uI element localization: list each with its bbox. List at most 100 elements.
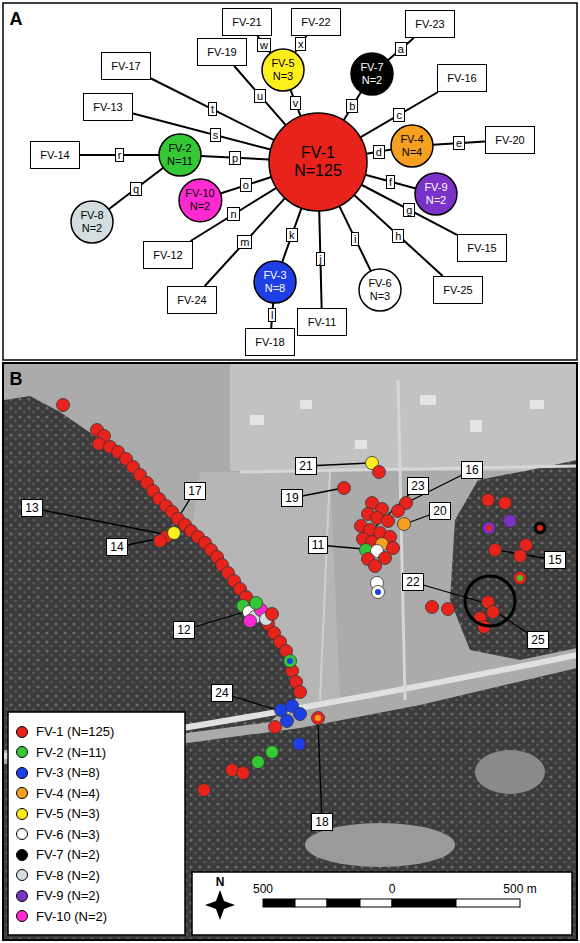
sample-dot <box>534 522 547 535</box>
scale-segment <box>327 899 360 907</box>
legend-swatch <box>16 726 28 738</box>
mutation-label: q <box>130 182 142 196</box>
haplotype-label: FV-17 <box>111 60 140 73</box>
network-link <box>133 114 271 150</box>
mutation-label: p <box>229 151 241 165</box>
network-link <box>282 208 301 262</box>
sample-dot <box>266 746 279 759</box>
callout-number: 22 <box>402 573 423 591</box>
panel-letter: B <box>10 369 23 389</box>
haplotype-label: FV-25 <box>443 284 472 297</box>
haplotype-label: N=11 <box>167 155 193 168</box>
sample-dot <box>520 539 533 552</box>
haplotype-label: FV-21 <box>232 16 261 29</box>
sample-dot <box>237 767 250 780</box>
circle-fill <box>159 134 201 176</box>
legend-row: FV-4 (N=4) <box>16 786 100 801</box>
sample-dot <box>338 482 351 495</box>
haplotype-circle: FV-7N=2 <box>350 52 394 96</box>
sample-dot <box>387 542 400 555</box>
haplotype-box: FV-18 <box>245 328 295 356</box>
sample-dot <box>426 601 439 614</box>
sample-dot <box>312 712 325 725</box>
scale-label: 0 <box>389 882 396 896</box>
haplotype-box: FV-25 <box>433 276 483 304</box>
sample-dot <box>244 615 257 628</box>
sample-dot <box>294 686 307 699</box>
sample-dot <box>57 399 70 412</box>
sample-dot <box>514 572 527 585</box>
legend-swatch <box>16 890 28 902</box>
legend-swatch <box>16 910 28 922</box>
haplotype-label: FV-9 <box>424 181 447 194</box>
highlight-ring <box>465 576 515 626</box>
haplotype-label: FV-22 <box>301 16 330 29</box>
clearing <box>475 750 545 794</box>
sample-dot <box>483 522 496 535</box>
haplotype-label: FV-20 <box>495 134 524 147</box>
haplotype-label: N=3 <box>273 70 294 83</box>
haplotype-label: FV-2 <box>168 142 191 155</box>
sample-dot <box>252 756 265 769</box>
sample-dot <box>487 606 500 619</box>
legend-swatch <box>16 849 28 861</box>
haplotype-label: FV-7 <box>360 61 383 74</box>
ground <box>4 364 576 939</box>
haplotype-box: FV-14 <box>30 141 80 169</box>
forest <box>4 396 300 750</box>
sample-dot <box>266 746 279 759</box>
mutation-label: h <box>392 229 404 243</box>
sample-dot <box>489 544 502 557</box>
haplotype-label: FV-3 <box>263 269 286 282</box>
callout-number: 25 <box>527 631 548 649</box>
haplotype-label: FV-14 <box>40 149 69 162</box>
haplotype-label: FV-6 <box>368 277 391 290</box>
haplotype-circle: FV-6N=3 <box>358 268 402 312</box>
mutation-label: g <box>403 203 415 217</box>
legend-text: FV-3 (N=8) <box>36 765 100 780</box>
open-ground <box>230 364 576 471</box>
haplotype-label: N=2 <box>362 74 383 87</box>
sample-dot <box>312 712 325 725</box>
sample-dot <box>482 494 495 507</box>
legend-swatch <box>16 746 28 758</box>
legend-text: FV-2 (N=11) <box>36 745 106 760</box>
mutation-label: k <box>286 228 298 242</box>
sample-dot <box>520 539 533 552</box>
sample-dot <box>168 527 181 540</box>
sample-dot <box>442 603 455 616</box>
building <box>530 400 544 409</box>
sample-dot-inner <box>315 715 321 721</box>
sample-dot <box>294 708 307 721</box>
legend-text: FV-10 (N=2) <box>36 909 107 924</box>
legend-swatch <box>16 869 28 881</box>
building <box>420 395 436 405</box>
haplotype-label: FV-12 <box>153 249 182 262</box>
sample-dot <box>154 535 167 548</box>
haplotype-label: FV-18 <box>255 336 284 349</box>
building <box>300 400 312 409</box>
sample-dot <box>198 784 211 797</box>
sample-dot-inner <box>287 658 293 664</box>
haplotype-label: FV-13 <box>93 101 122 114</box>
legend-box <box>8 712 185 935</box>
sample-dot <box>198 784 211 797</box>
haplotype-circle: FV-8N=2 <box>70 200 114 244</box>
legend-row: FV-5 (N=3) <box>16 806 100 821</box>
legend-row: FV-3 (N=8) <box>16 765 100 780</box>
mutation-label: v <box>290 96 302 110</box>
circle-fill <box>351 53 393 95</box>
legend-row: FV-2 (N=11) <box>16 745 106 760</box>
callout-number: 15 <box>544 551 565 569</box>
haplotype-label: N=125 <box>294 162 342 180</box>
haplotype-circle: FV-9N=2 <box>414 172 458 216</box>
legend-row: FV-8 (N=2) <box>16 868 100 883</box>
haplotype-box: FV-15 <box>457 234 507 262</box>
mutation-label: o <box>240 178 252 192</box>
road <box>240 466 576 472</box>
sample-dot-inner <box>375 589 381 595</box>
haplotype-box: FV-24 <box>167 286 217 314</box>
sample-dot <box>382 515 395 528</box>
callout-number: 13 <box>21 499 42 517</box>
mutation-label: e <box>453 136 465 150</box>
